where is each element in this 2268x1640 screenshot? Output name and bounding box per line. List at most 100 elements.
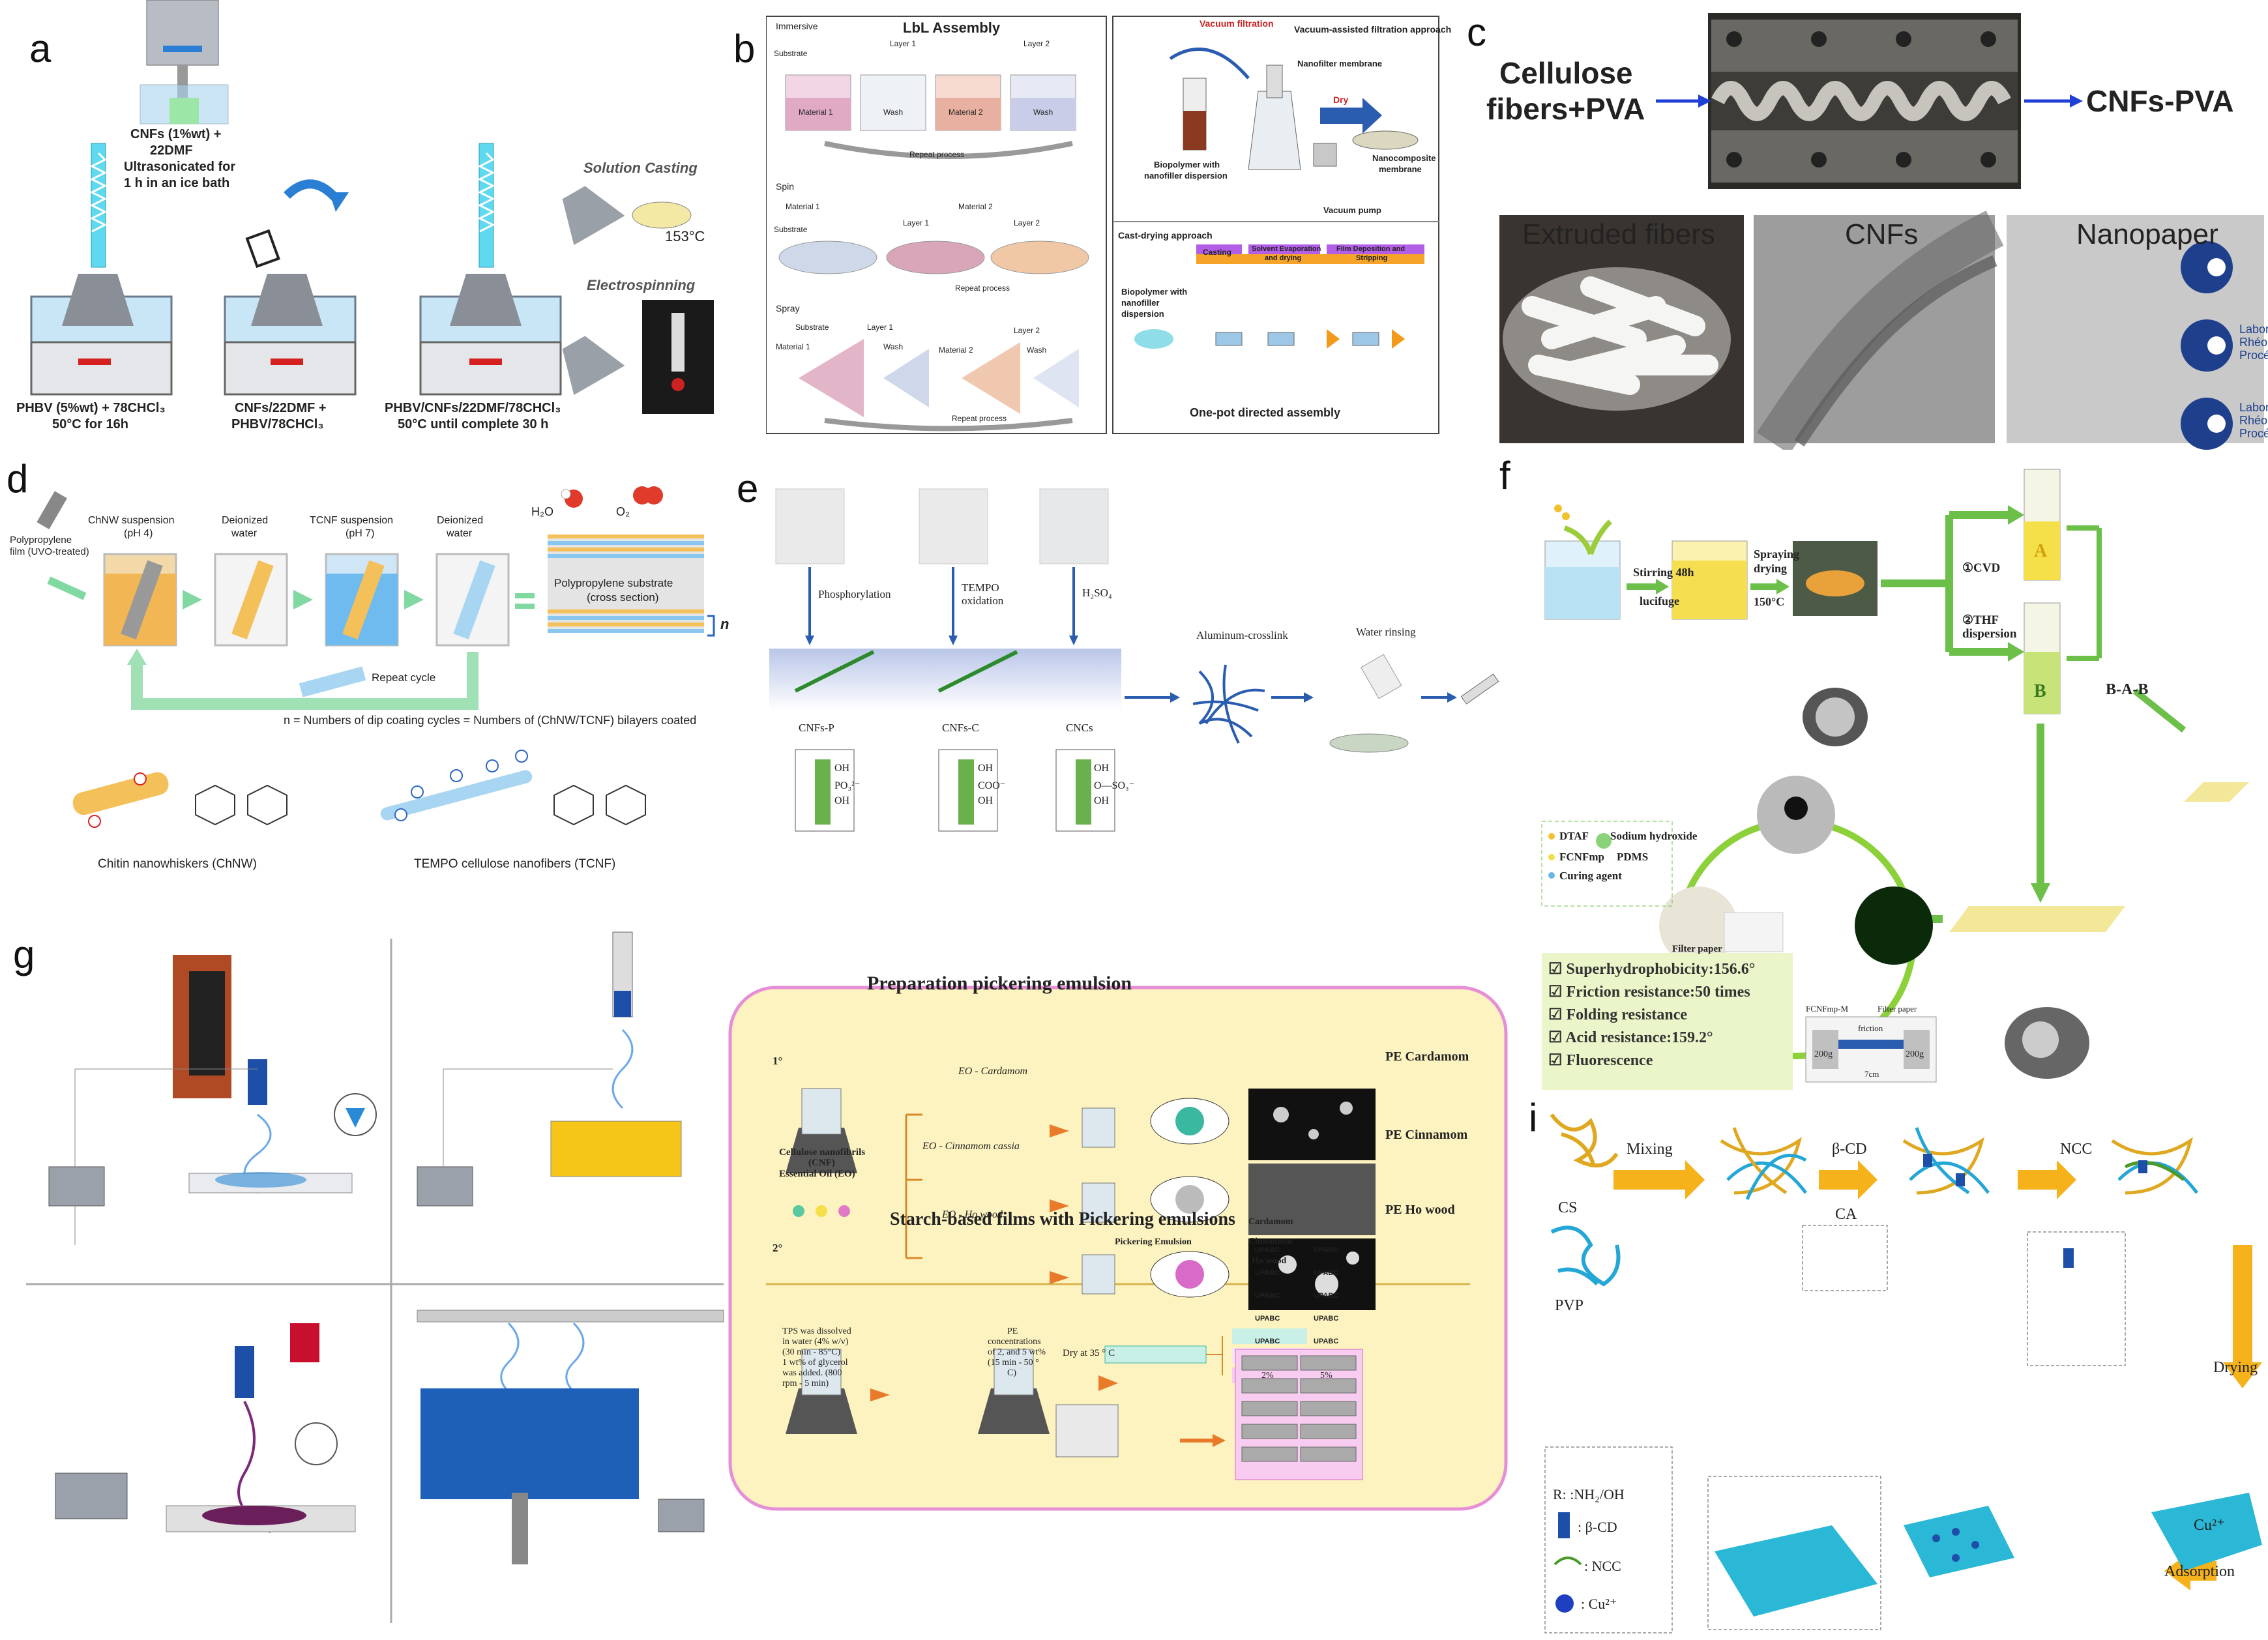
deionized2-label-2: water bbox=[447, 528, 473, 539]
cu-label: Cu²⁺ bbox=[2194, 1517, 2225, 1534]
legend-bcd: : β-CD bbox=[1578, 1519, 1617, 1535]
pickering-label: Pickering Emulsion bbox=[1115, 1237, 1192, 1247]
o2-label: O₂ bbox=[616, 505, 630, 518]
eo-cardamom-label: EO - Cardamom bbox=[958, 1066, 1028, 1077]
panel-label-b: b bbox=[733, 27, 756, 70]
panel-label-g: g bbox=[13, 933, 35, 976]
bottle-a-label: A bbox=[2034, 541, 2048, 561]
legend-ncc: : NCC bbox=[1584, 1558, 1621, 1574]
group-s-1: OH bbox=[1094, 763, 1110, 774]
step2-label-1: CNFs/22DMF + bbox=[235, 401, 327, 415]
film-depo-label-1: Film Deposition and bbox=[1336, 245, 1406, 253]
one-pot-label: One-pot directed assembly bbox=[1190, 406, 1341, 419]
al-crosslink-label: Aluminum-crosslink bbox=[1196, 629, 1288, 641]
tps-text-4: 1 wt% of glycerol bbox=[782, 1358, 848, 1368]
wash-label-spray-2: Wash bbox=[1027, 345, 1047, 355]
prep-title: Preparation pickering emulsion bbox=[867, 973, 1132, 994]
thf-label-2: dispersion bbox=[1962, 627, 2017, 641]
step3-label-1: PHBV/CNFs/22DMF/78CHCl₃ bbox=[385, 401, 561, 415]
ultrasonication-label-2: 22DMF bbox=[150, 143, 193, 158]
cvd-label: ①CVD bbox=[1962, 561, 2001, 575]
panel-b: LbL Assembly Immersive Substrate Layer 1… bbox=[766, 13, 1451, 437]
ca-label: CA bbox=[1835, 1206, 1857, 1223]
spray-temp-label: 150°C bbox=[1754, 595, 1785, 608]
panel-e: Phosphorylation TEMPO oxidation H₂SO₄ CN… bbox=[769, 482, 1539, 834]
panel-label-c: c bbox=[1467, 10, 1486, 54]
dry-label: Dry bbox=[1333, 95, 1349, 105]
group-p-2: PO₃²⁻ bbox=[834, 780, 861, 791]
substrate-label-spray: Substrate bbox=[795, 323, 829, 332]
nanocomposite-label-2: membrane bbox=[1379, 164, 1422, 174]
legend-curing: Curing agent bbox=[1559, 870, 1622, 882]
wash-label-immersive-2: Wash bbox=[1033, 108, 1053, 117]
bottle-b-label: B bbox=[2034, 681, 2046, 701]
group-s-2: O—SO₃⁻ bbox=[1094, 780, 1135, 791]
solvent-evap-label-2: and drying bbox=[1265, 254, 1302, 262]
tcnf-caption: TEMPO cellulose nanofibers (TCNF) bbox=[414, 857, 616, 871]
ncc-label: NCC bbox=[2060, 1141, 2093, 1158]
nanofilter-membrane-label: Nanofilter membrane bbox=[1297, 59, 1383, 68]
n-label: n bbox=[720, 616, 729, 632]
group-c-3: OH bbox=[978, 795, 994, 806]
stirring-label: Stirring 48h bbox=[1633, 566, 1694, 579]
adsorption-label: Adsorption bbox=[2164, 1563, 2235, 1580]
panel-f: Stirring 48h lucifuge Spraying drying 15… bbox=[1539, 456, 2268, 1095]
panel-label-i: i bbox=[1529, 1096, 1538, 1139]
repeat-label-spin: Repeat process bbox=[955, 284, 1010, 293]
prop-2: ☑ Friction resistance:50 times bbox=[1548, 984, 1750, 1001]
panel-g bbox=[0, 919, 730, 1640]
spray-label: Spray bbox=[776, 303, 800, 314]
substrate-label-immersive: Substrate bbox=[774, 49, 808, 58]
grid-label-10: UPABC bbox=[1314, 1338, 1339, 1345]
vacuum-filtration-label: Vacuum filtration bbox=[1200, 18, 1274, 29]
casting-label: Casting bbox=[1203, 248, 1232, 257]
tempo-label-1: TEMPO bbox=[962, 581, 999, 594]
phosphorylation-label: Phosphorylation bbox=[818, 588, 891, 600]
grid-label-8: UPABC bbox=[1314, 1315, 1339, 1323]
step3-label-2: 50°C until complete 30 h bbox=[398, 417, 549, 432]
pe-conc-4: (15 min - 50 ° bbox=[988, 1358, 1039, 1368]
layer2-label-immersive: Layer 2 bbox=[1024, 39, 1050, 48]
substrate-label-2: (cross section) bbox=[587, 591, 659, 604]
friction-label: friction bbox=[1858, 1023, 1883, 1033]
layer1-label-immersive: Layer 1 bbox=[890, 39, 917, 48]
pe-cinnamom-label: PE Cinnamom bbox=[1385, 1128, 1468, 1142]
extruder-input-label-1: Cellulose bbox=[1499, 56, 1633, 90]
group-p-3: OH bbox=[834, 795, 850, 806]
h2so4-label: H₂SO₄ bbox=[1082, 587, 1112, 599]
material2-label-spray: Material 2 bbox=[939, 345, 973, 355]
grid-label-6: UPABC bbox=[1314, 1292, 1339, 1300]
panel-h-drawing bbox=[728, 986, 1508, 1511]
legend-naoh: Sodium hydroxide bbox=[1610, 830, 1698, 842]
step1-marker: 1° bbox=[773, 1055, 783, 1067]
layer1-label-spray: Layer 1 bbox=[867, 323, 894, 332]
tps-text-2: in water (4% w/v) bbox=[782, 1337, 849, 1347]
vacuum-pump-label: Vacuum pump bbox=[1323, 205, 1381, 215]
lab-text-1b: Rhéologie et bbox=[2239, 336, 2268, 349]
pvp-label: PVP bbox=[1555, 1297, 1584, 1314]
biopolymer-dispersion2-label-1: Biopolymer with bbox=[1121, 287, 1188, 297]
grid-label-1: UPABC bbox=[1255, 1246, 1280, 1254]
ultrasonication-label-4: 1 h in an ice bath bbox=[124, 176, 230, 190]
n-legend: n = Numbers of dip coating cycles = Numb… bbox=[284, 714, 697, 727]
panel-d: Polypropylene film (UVO-treated) ChNW su… bbox=[0, 450, 756, 893]
panel-g-drawing bbox=[26, 931, 724, 1623]
eo-howood-label: EO - Ho wood bbox=[942, 1209, 1003, 1220]
group-c-2: COO⁻ bbox=[978, 780, 1006, 791]
legend-cu: : Cu²⁺ bbox=[1581, 1596, 1617, 1612]
distance-label: 7cm bbox=[1864, 1069, 1879, 1079]
drying-label: Drying bbox=[2213, 1359, 2258, 1376]
cnfs-p-label: CNFs-P bbox=[799, 722, 834, 734]
material1-label-immersive: Material 1 bbox=[799, 108, 833, 117]
lbl-assembly-title: LbL Assembly bbox=[903, 20, 1001, 36]
bcd-label: β-CD bbox=[1832, 1141, 1867, 1158]
solvent-evap-label-1: Solvent Evaporation bbox=[1252, 245, 1321, 253]
panel-i: CS PVP Mixing β-CD CA NCC Drying Cu²⁺ Ad… bbox=[1539, 1102, 2268, 1640]
step1-label-2: 50°C for 16h bbox=[52, 417, 128, 432]
material2-label-spin: Material 2 bbox=[958, 202, 993, 211]
biopolymer-dispersion2-label-2: nanofiller bbox=[1121, 298, 1160, 308]
cnf-label-2: (CNF) bbox=[808, 1158, 835, 1168]
pe-conc-3: of 2, and 5 wt% bbox=[988, 1347, 1046, 1357]
filter-paper-label: Filter paper bbox=[1672, 944, 1722, 954]
fcnf-m-label: FCNFmp-M bbox=[1806, 1004, 1849, 1014]
